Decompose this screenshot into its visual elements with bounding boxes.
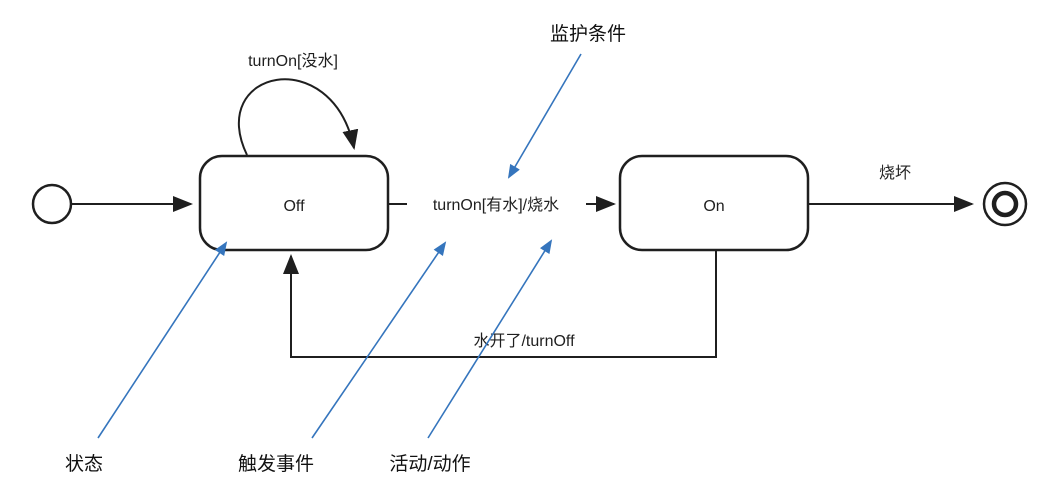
on-to-final-label: 烧坏	[879, 164, 911, 182]
guard-annotation-arrow	[507, 53, 582, 179]
initial-state-node	[31, 183, 73, 225]
state-annotation-arrow	[97, 241, 228, 439]
trigger-annotation-arrow	[311, 241, 447, 439]
on-to-off-label: 水开了/turnOff	[473, 332, 575, 350]
trigger-annotation-label: 触发事件	[238, 453, 314, 475]
on-to-off-arrow	[283, 250, 717, 358]
action-annotation-label: 活动/动作	[389, 453, 470, 475]
self-loop-label: turnOn[没水]	[248, 52, 338, 70]
off-state-label: Off	[283, 198, 305, 215]
off-state-node	[198, 154, 390, 252]
off-to-on-label: turnOn[有水]/烧水	[433, 196, 559, 214]
on-state-label: On	[703, 198, 724, 215]
final-state-inner-circle	[991, 190, 1019, 218]
action-annotation-arrow	[427, 239, 553, 439]
self-loop-arrow	[238, 78, 359, 156]
guard-annotation-label: 监护条件	[550, 23, 626, 45]
state-annotation-label: 状态	[65, 453, 103, 475]
